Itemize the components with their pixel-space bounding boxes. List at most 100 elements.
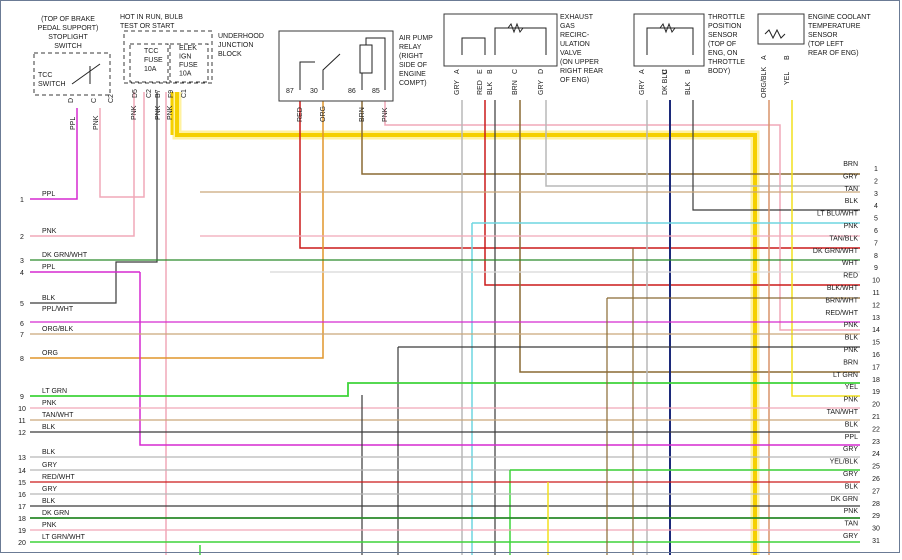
pin-label: 85 bbox=[372, 88, 380, 95]
wire-label: PNK bbox=[155, 105, 162, 120]
left-pin-number: 14 bbox=[18, 468, 26, 475]
right-pin-number: 18 bbox=[872, 377, 880, 384]
right-pin-number: 19 bbox=[872, 389, 880, 396]
wire-pnk-tcc bbox=[99, 92, 145, 198]
right-pin-number: 28 bbox=[872, 501, 880, 508]
wire-label: PNK bbox=[382, 107, 389, 122]
pin-label: D5 bbox=[132, 89, 139, 98]
wire-label: PNK bbox=[93, 115, 100, 130]
tps-title: THROTTLE bbox=[708, 59, 745, 66]
tps-title: BODY) bbox=[708, 68, 730, 75]
right-pin-number: 15 bbox=[872, 340, 880, 347]
tps-title: (TOP OF bbox=[708, 41, 736, 48]
relay-switch-arm bbox=[322, 53, 341, 90]
air-pump-relay-title: RELAY bbox=[399, 44, 422, 51]
left-pin-number: 6 bbox=[20, 321, 24, 328]
right-wire-label: YEL bbox=[845, 384, 858, 391]
tcc-switch-caption: PEDAL SUPPORT) bbox=[38, 25, 99, 32]
ect-thermistor bbox=[764, 28, 786, 40]
right-wire-label: BLK bbox=[845, 335, 859, 342]
tcc-switch-contact bbox=[71, 63, 101, 85]
highlight-glow bbox=[172, 92, 760, 555]
right-wire-label: DK GRN/WHT bbox=[813, 248, 859, 255]
left-wire-label: LT GRN/WHT bbox=[42, 534, 86, 541]
right-wire-label: PNK bbox=[844, 322, 859, 329]
right-wire-label: TAN/BLK bbox=[829, 235, 858, 242]
left-pin-number: 16 bbox=[18, 492, 26, 499]
right-pin-number: 11 bbox=[872, 290, 879, 297]
air-pump-relay-box bbox=[278, 30, 394, 102]
left-pin-number: 10 bbox=[18, 406, 26, 413]
ign-fuse-label: FUSE bbox=[179, 62, 198, 69]
relay-coil-lead2 bbox=[365, 37, 386, 90]
right-wire-label: GRY bbox=[843, 533, 858, 540]
pin-label: C1 bbox=[181, 89, 188, 98]
ect-title: (TOP LEFT bbox=[808, 41, 844, 48]
left-wire-label: PNK bbox=[42, 522, 57, 529]
left-wire-label: PNK bbox=[42, 400, 57, 407]
egr-valve-title: ULATION bbox=[560, 41, 590, 48]
right-wire-label: WHT bbox=[842, 260, 859, 267]
left-wire-label: DK GRN/WHT bbox=[42, 252, 88, 259]
right-pin-number: 14 bbox=[872, 327, 880, 334]
right-wire-label: PNK bbox=[844, 508, 859, 515]
left-wire-label: BLK bbox=[42, 295, 56, 302]
right-wire-label: BRN bbox=[843, 161, 858, 168]
right-wire-label: BLK bbox=[845, 483, 859, 490]
left-pin-number: 4 bbox=[20, 270, 24, 277]
wire-layer bbox=[30, 92, 860, 555]
right-pin-number: 27 bbox=[872, 488, 880, 495]
egr-valve-title: EXHAUST bbox=[560, 14, 594, 21]
left-wire-label: PPL bbox=[42, 191, 55, 198]
left-pin-number: 9 bbox=[20, 394, 24, 401]
wire-ltgrn-l9 bbox=[30, 382, 860, 397]
left-pin-number: 12 bbox=[18, 430, 26, 437]
relay-contact-87 bbox=[299, 61, 315, 90]
junction-block-title: JUNCTION bbox=[218, 42, 253, 49]
left-wire-label: BLK bbox=[42, 424, 56, 431]
wire-label: BLK bbox=[685, 81, 692, 95]
right-wire-label: BLK/WHT bbox=[827, 285, 859, 292]
right-pin-number: 24 bbox=[872, 451, 880, 458]
right-pin-number: 31 bbox=[872, 538, 880, 545]
pin-label: 87 bbox=[286, 88, 294, 95]
left-wire-label: RED/WHT bbox=[42, 474, 75, 481]
wire-label: PNK bbox=[167, 105, 174, 120]
left-wire-label: PPL bbox=[42, 264, 55, 271]
wire-label: BRN bbox=[512, 80, 519, 95]
left-pin-number: 3 bbox=[20, 258, 24, 265]
tps-resistor bbox=[659, 22, 676, 34]
right-pin-number: 13 bbox=[872, 315, 880, 322]
wire-label: DK BLU bbox=[662, 70, 669, 95]
wire-red-87 bbox=[299, 100, 860, 249]
pin-label: C bbox=[662, 69, 669, 74]
right-wire-label: PNK bbox=[844, 223, 859, 230]
wire-label: RED bbox=[297, 107, 304, 122]
left-wire-label: DK GRN bbox=[42, 510, 69, 517]
right-wire-label: RED/WHT bbox=[825, 310, 858, 317]
right-wire-label: LT GRN bbox=[833, 372, 858, 379]
pin-label: B bbox=[685, 69, 692, 74]
right-wire-label: BRN bbox=[843, 359, 858, 366]
pin-label: B bbox=[784, 55, 791, 60]
right-wire-label: TAN bbox=[845, 186, 858, 193]
junction-block-header: HOT IN RUN, BULB bbox=[120, 14, 183, 21]
ect-title: ENGINE COOLANT bbox=[808, 14, 871, 21]
left-wire-label: ORG bbox=[42, 350, 58, 357]
wire-brn-86 bbox=[361, 100, 860, 175]
air-pump-relay-title: (RIGHT bbox=[399, 53, 424, 60]
tps-title: POSITION bbox=[708, 23, 741, 30]
left-pin-number: 20 bbox=[18, 540, 26, 547]
pin-label: F9 bbox=[168, 90, 175, 98]
left-pin-number: 17 bbox=[18, 504, 26, 511]
pin-label: 86 bbox=[348, 88, 356, 95]
wire-label: GRY bbox=[454, 80, 461, 95]
ign-fuse-label: 10A bbox=[179, 71, 192, 78]
tcc-fuse-box bbox=[129, 43, 169, 83]
tps-title: ENG, ON bbox=[708, 50, 738, 57]
egr-sensor-loop bbox=[494, 27, 547, 55]
right-wire-label: LT BLU/WHT bbox=[817, 211, 859, 218]
junction-block-title: BLOCK bbox=[218, 51, 242, 58]
